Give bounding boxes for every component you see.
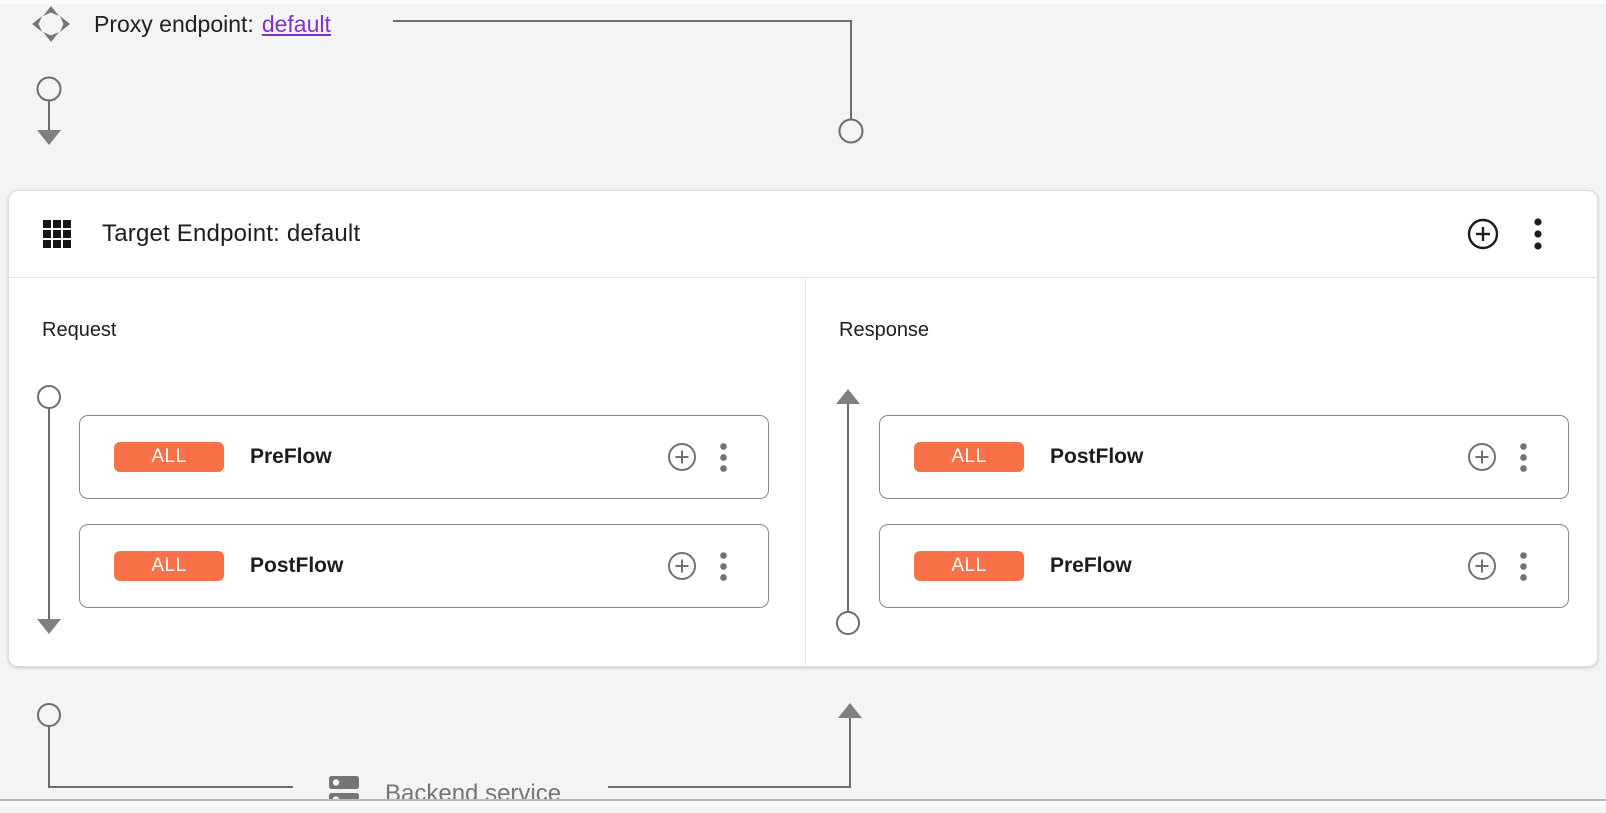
three-dot-kebab-icon xyxy=(1520,551,1527,581)
header-divider xyxy=(9,277,1597,278)
add-policy-button[interactable] xyxy=(1467,551,1497,581)
flow-card-response-postflow[interactable]: ALL PostFlow xyxy=(879,415,1569,499)
flow-card-request-preflow[interactable]: ALL PreFlow xyxy=(79,415,769,499)
target-endpoint-card: Target Endpoint: default Request Respons… xyxy=(8,190,1598,667)
three-dot-kebab-icon xyxy=(1520,442,1527,472)
proxy-endpoint-row: Proxy endpoint: default xyxy=(30,4,331,44)
condition-badge: ALL xyxy=(114,442,224,472)
flow-name: PostFlow xyxy=(1050,445,1144,468)
proxy-endpoint-icon xyxy=(30,4,72,44)
three-dot-kebab-icon xyxy=(720,442,727,472)
condition-badge: ALL xyxy=(914,442,1024,472)
flow-menu-button[interactable] xyxy=(1519,442,1528,473)
flow-card-response-preflow[interactable]: ALL PreFlow xyxy=(879,524,1569,608)
three-dot-kebab-icon xyxy=(1534,218,1542,250)
backend-service-row: Backend service xyxy=(329,774,561,813)
proxy-endpoint-label: Proxy endpoint: xyxy=(94,10,254,37)
condition-badge: ALL xyxy=(114,551,224,581)
target-endpoint-header: Target Endpoint: default xyxy=(9,191,1597,277)
plus-in-circle-icon xyxy=(1467,218,1499,250)
proxy-endpoint-link[interactable]: default xyxy=(261,10,331,37)
plus-in-circle-icon xyxy=(1468,443,1496,471)
canvas-top-edge xyxy=(0,0,1606,4)
flow-name: PreFlow xyxy=(1050,554,1132,577)
condition-badge: ALL xyxy=(914,551,1024,581)
flow-card-request-postflow[interactable]: ALL PostFlow xyxy=(79,524,769,608)
canvas-bottom-border xyxy=(0,799,1606,801)
plus-in-circle-icon xyxy=(668,552,696,580)
flow-menu-button[interactable] xyxy=(719,442,728,473)
add-policy-button[interactable] xyxy=(667,442,697,472)
request-panel-label: Request xyxy=(42,319,117,341)
target-endpoint-actions xyxy=(1467,217,1597,251)
flow-name: PostFlow xyxy=(250,554,344,577)
flow-menu-button[interactable] xyxy=(1519,551,1528,582)
add-policy-button[interactable] xyxy=(667,551,697,581)
request-response-divider xyxy=(805,278,806,666)
plus-in-circle-icon xyxy=(1468,552,1496,580)
inbound-request-connector xyxy=(36,76,62,145)
add-flow-button[interactable] xyxy=(1467,218,1499,250)
target-endpoint-title: Target Endpoint: default xyxy=(102,220,361,247)
plus-in-circle-icon xyxy=(668,443,696,471)
target-endpoint-menu-button[interactable] xyxy=(1533,217,1543,251)
proxy-to-target-connector xyxy=(393,20,864,144)
flow-menu-button[interactable] xyxy=(719,551,728,582)
apps-grid-icon xyxy=(43,220,71,248)
target-to-backend-connector xyxy=(37,703,293,788)
backend-to-response-connector xyxy=(608,703,862,788)
flow-name: PreFlow xyxy=(250,445,332,468)
response-panel-label: Response xyxy=(839,319,930,341)
three-dot-kebab-icon xyxy=(720,551,727,581)
backend-service-icon xyxy=(329,774,359,813)
canvas-bottom-edge xyxy=(0,801,1606,806)
add-policy-button[interactable] xyxy=(1467,442,1497,472)
